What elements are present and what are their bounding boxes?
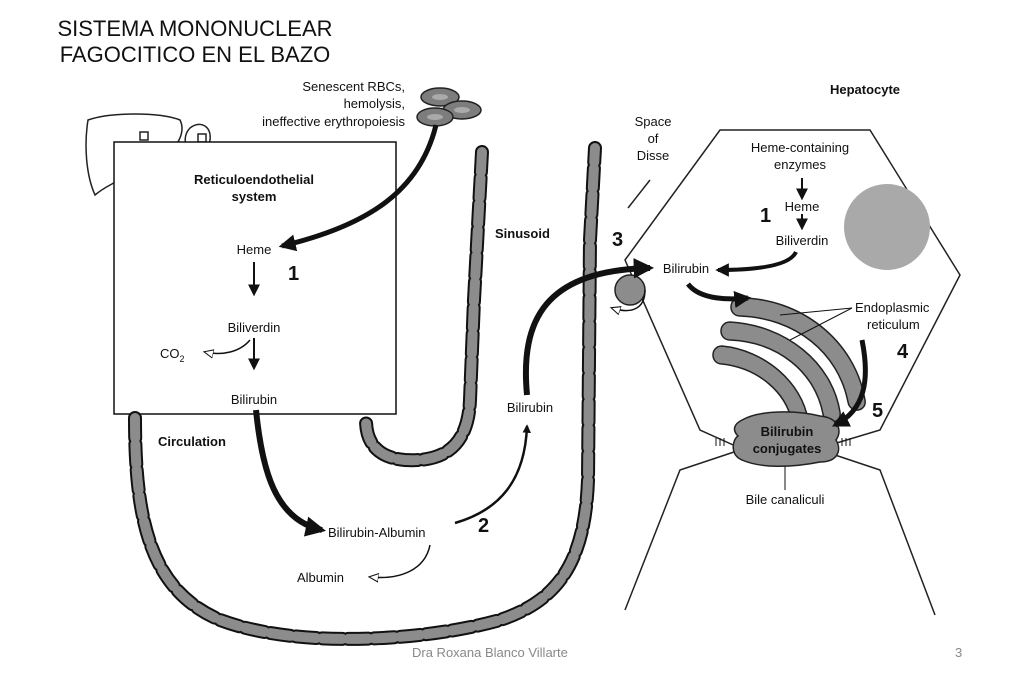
step-3: 3 <box>612 229 623 251</box>
endoplasmic-reticulum <box>712 297 866 431</box>
arrow-albumin-to-bilirubin <box>454 424 531 525</box>
nucleus <box>844 184 930 270</box>
label-albumin: Albumin <box>297 570 344 585</box>
step-1-left: 1 <box>288 263 299 285</box>
label-system: system <box>232 189 277 204</box>
label-conjugates-2: conjugates <box>753 441 822 456</box>
label-heme-right: Heme <box>785 199 820 214</box>
label-co2-sub: 2 <box>180 354 185 364</box>
label-enzymes: enzymes <box>774 157 827 172</box>
label-space: Space <box>635 114 672 129</box>
conjugates-blob <box>732 411 840 468</box>
junction-ticks <box>715 438 851 446</box>
label-bilirubin-albumin: Bilirubin-Albumin <box>328 525 426 540</box>
arrow-biliverdin-to-bilirubin-right <box>715 250 798 277</box>
label-endoplasmic: Endoplasmic <box>855 300 930 315</box>
label-reticulum: reticulum <box>867 317 920 332</box>
label-reticuloendothelial: Reticuloendothelial <box>194 172 314 187</box>
lower-cell-outline <box>624 449 741 611</box>
arrow-bilirubin-to-hepatocyte <box>522 258 655 396</box>
arrow-bilirubin-to-albumin <box>253 409 326 537</box>
label-bilirubin-mid: Bilirubin <box>507 400 553 415</box>
label-biliverdin-left: Biliverdin <box>228 320 281 335</box>
er-pointer-line-1 <box>779 307 853 316</box>
rbc-cluster <box>416 87 482 127</box>
er-pointer-line-2 <box>789 307 853 341</box>
label-sinusoid: Sinusoid <box>495 226 550 241</box>
arrow-albumin-release <box>370 544 431 578</box>
label-bilirubin-left: Bilirubin <box>231 392 277 407</box>
label-circulation: Circulation <box>158 434 226 449</box>
label-heme-left: Heme <box>237 242 272 257</box>
label-hemolysis: hemolysis, <box>344 96 405 111</box>
vessels <box>128 141 602 646</box>
label-bile-canaliculi: Bile canaliculi <box>746 492 825 507</box>
footer-page-number: 3 <box>955 645 963 660</box>
label-conjugates-1: Bilirubin <box>761 424 814 439</box>
arrow-er-to-conjugates <box>831 339 868 428</box>
footer-author: Dra Roxana Blanco Villarte <box>412 645 568 660</box>
label-ineffective-erythropoiesis: ineffective erythropoiesis <box>262 114 405 129</box>
step-1-right: 1 <box>760 205 771 227</box>
arrow-carrier-return <box>612 289 646 311</box>
label-heme-containing: Heme-containing <box>751 140 849 155</box>
label-co2: CO2 <box>160 346 185 364</box>
label-biliverdin-right: Biliverdin <box>776 233 829 248</box>
label-senescent-rbcs: Senescent RBCs, <box>302 79 405 94</box>
carrier-bubble <box>614 274 646 306</box>
arrow-co2-release <box>205 339 251 354</box>
label-co2-main: CO <box>160 346 180 361</box>
label-of: of <box>648 131 659 146</box>
step-5: 5 <box>872 400 883 422</box>
spleen-marker <box>197 133 207 143</box>
labels: Senescent RBCs, hemolysis, ineffective e… <box>158 79 930 585</box>
label-bilirubin-right: Bilirubin <box>663 261 709 276</box>
label-hepatocyte: Hepatocyte <box>830 82 900 97</box>
title-line-1: SISTEMA MONONUCLEAR <box>57 16 333 41</box>
label-disse: Disse <box>637 148 670 163</box>
arrow-rbc-to-heme <box>278 124 439 252</box>
arrows <box>205 124 868 578</box>
hepatocyte-outlines <box>624 129 961 616</box>
title-line-2: FAGOCITICO EN EL BAZO <box>59 42 331 67</box>
space-of-disse-pointer <box>627 179 651 209</box>
liver-marker <box>139 131 149 141</box>
step-2: 2 <box>478 515 489 537</box>
hepatocyte-cell <box>624 129 961 449</box>
step-4: 4 <box>897 341 909 363</box>
arrow-bilirubin-to-er <box>686 282 752 308</box>
slide-title: SISTEMA MONONUCLEAR FAGOCITICO EN EL BAZ… <box>30 16 360 68</box>
